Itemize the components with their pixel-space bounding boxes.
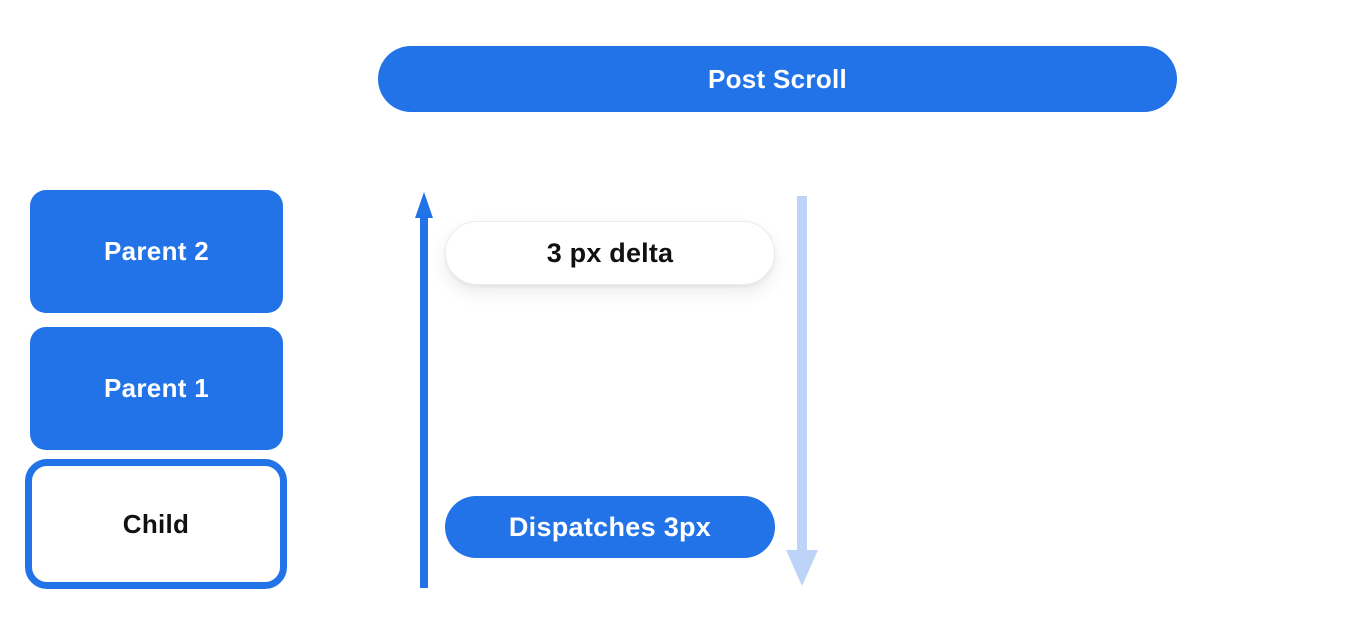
post-scroll-pill: Post Scroll xyxy=(378,46,1177,112)
parent2-label: Parent 2 xyxy=(103,236,209,266)
arrow-up-icon xyxy=(413,192,435,593)
post-scroll-label: Post Scroll xyxy=(707,63,848,94)
dispatch-pill: Dispatches 3px xyxy=(445,496,775,558)
dispatch-label: Dispatches 3px xyxy=(508,511,712,542)
arrow-down-icon xyxy=(786,196,818,591)
parent1-node: Parent 1 xyxy=(30,327,283,450)
delta-pill: 3 px delta xyxy=(445,221,775,285)
parent1-label: Parent 1 xyxy=(103,373,209,403)
child-label: Child xyxy=(122,508,190,539)
parent2-node: Parent 2 xyxy=(30,190,283,313)
delta-label: 3 px delta xyxy=(546,237,674,268)
child-node: Child xyxy=(25,459,287,589)
